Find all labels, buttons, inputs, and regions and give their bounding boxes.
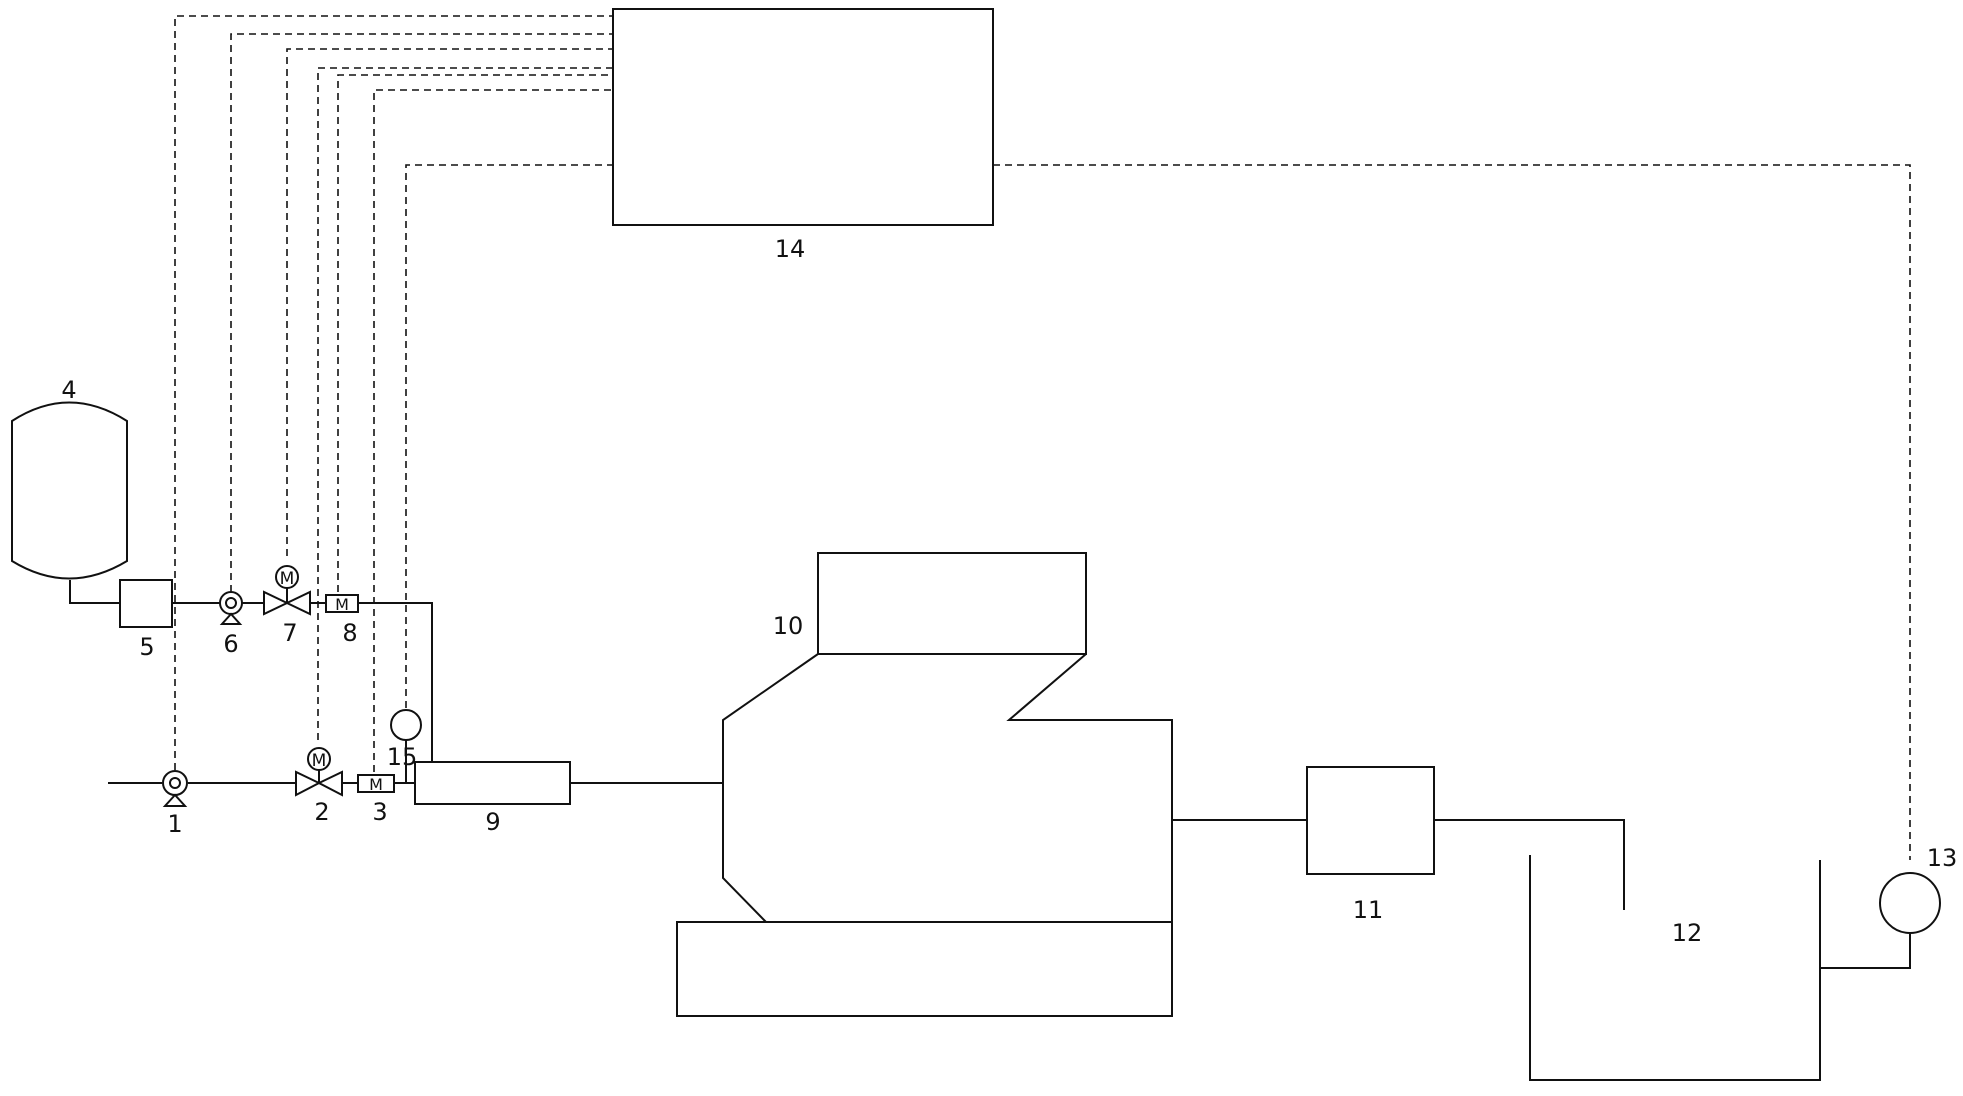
lower-main-line: 1 M 2 M 3 15 9 — [108, 709, 723, 838]
storage-tank — [11, 401, 128, 580]
signal-line-meter-8 — [337, 74, 613, 592]
boiler: 10 — [676, 552, 1173, 1017]
label-mixer-9: 9 — [485, 808, 500, 836]
flow-meter-8-icon: M — [325, 594, 359, 614]
pump-6-icon — [219, 591, 243, 625]
signal-line-pump-1 — [174, 15, 613, 770]
mixer-box — [414, 761, 571, 805]
upper-dosing-line: 4 5 6 M 7 M 8 — [11, 376, 433, 762]
meter-3-symbol: M — [369, 775, 383, 794]
label-sensor-15: 15 — [387, 743, 418, 771]
boiler-top-drum — [817, 552, 1087, 655]
pipe-upper-main — [172, 602, 433, 762]
basin-12 — [1529, 855, 1821, 1081]
label-tank-4: 4 — [61, 376, 76, 404]
sensor-13-icon — [1879, 872, 1941, 934]
valve-2-actuator-label: M — [312, 751, 327, 771]
label-pump-6: 6 — [223, 630, 238, 658]
sensor-15-icon — [390, 709, 422, 741]
controller-box — [612, 8, 994, 226]
valve-7-actuator-label: M — [280, 569, 295, 589]
meter-8-symbol: M — [335, 595, 349, 614]
control-signal-lines — [174, 15, 1911, 860]
label-valve-7: 7 — [282, 619, 297, 647]
motor-valve-2-icon: M — [295, 747, 343, 797]
label-controller-14: 14 — [775, 235, 806, 263]
sensor-13-connection — [1820, 934, 1911, 969]
boiler-body — [722, 653, 1173, 1016]
signal-line-pump-6 — [230, 33, 613, 592]
label-unit-11: 11 — [1353, 896, 1384, 924]
signal-line-valve-7 — [286, 48, 613, 556]
label-meter-8: 8 — [342, 619, 357, 647]
pipe-unit-to-basin — [1434, 819, 1625, 910]
signal-line-valve-2 — [317, 67, 613, 740]
label-sensor-13: 13 — [1927, 844, 1958, 872]
motor-valve-7-icon: M — [263, 565, 311, 616]
unit-11-box — [1306, 766, 1435, 875]
boiler-base — [676, 921, 1173, 1017]
label-pump-1: 1 — [167, 810, 182, 838]
label-boiler-10: 10 — [773, 612, 804, 640]
label-valve-2: 2 — [314, 798, 329, 826]
pipe-tank-to-filter — [69, 580, 120, 604]
signal-line-meter-3 — [373, 89, 613, 772]
signal-line-sensor-13 — [993, 164, 1911, 860]
label-meter-3: 3 — [372, 798, 387, 826]
flow-meter-3-icon: M — [357, 774, 395, 794]
pump-1-icon — [162, 770, 188, 807]
filter-box — [119, 579, 173, 628]
signal-line-sensor-15 — [405, 164, 613, 708]
label-filter-5: 5 — [139, 633, 154, 661]
label-basin-12: 12 — [1672, 919, 1703, 947]
